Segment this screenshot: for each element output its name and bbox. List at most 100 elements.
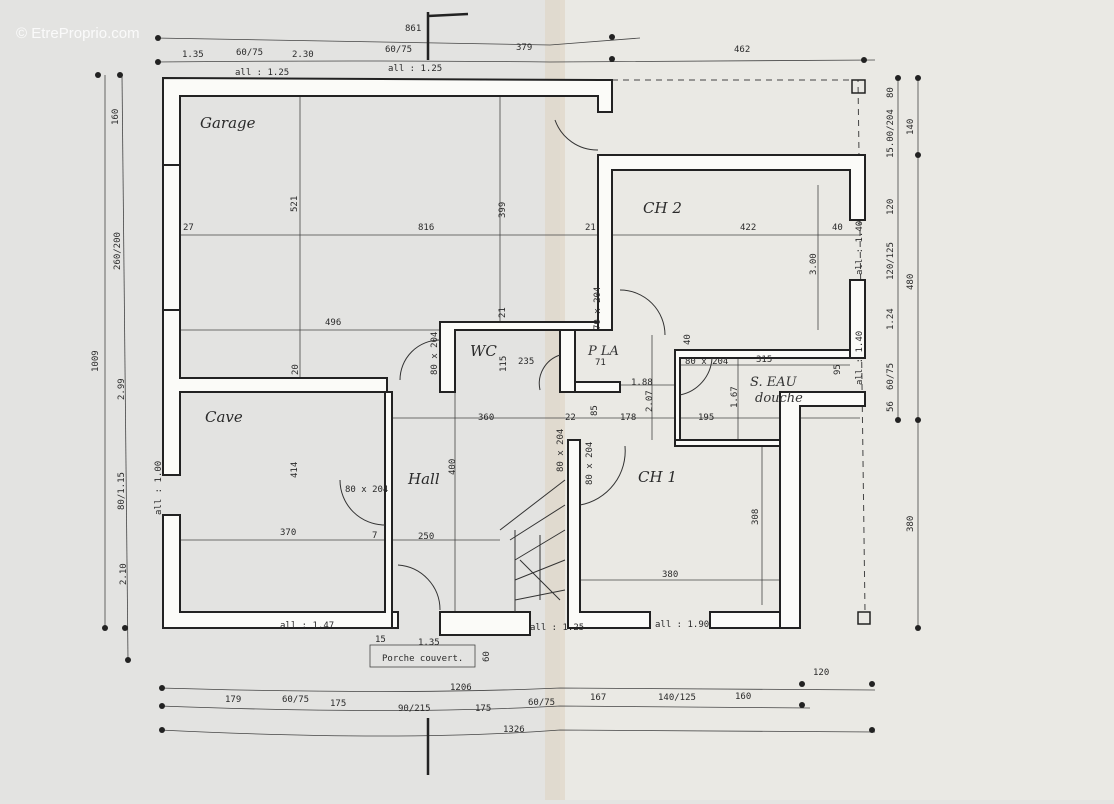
dimension-label: 1.24 <box>886 308 896 330</box>
dimension-label: 60/75 <box>886 363 896 390</box>
dimension-label: 120/125 <box>886 242 896 280</box>
dimension-label: 2.30 <box>292 50 314 60</box>
left-dimensions: 160 260/200 2.99 80/1.15 2.10 1009 all :… <box>91 109 164 585</box>
dimension-label: all : 1.00 <box>154 461 164 515</box>
dimension-label: 3.00 <box>809 253 819 275</box>
dimension-label: 422 <box>740 223 756 233</box>
room-label-garage: Garage <box>200 114 256 132</box>
dimension-label: 1.67 <box>730 386 740 408</box>
dimension-label: 71 <box>595 358 606 368</box>
dimension-label: 178 <box>620 413 636 423</box>
room-label-placard: P LA <box>587 344 619 359</box>
dimension-label: 380 <box>662 570 678 580</box>
staircase <box>499 479 566 612</box>
dimension-label: 7 <box>372 531 377 541</box>
dimension-label: 56 <box>886 401 896 412</box>
porch-label: Porche couvert. <box>382 654 463 664</box>
right-dimensions: 80 15.00/204 140 120 120/125 480 1.24 60… <box>855 87 916 532</box>
dimension-label: all : 1.25 <box>388 64 442 74</box>
reference-mark <box>426 12 469 60</box>
dimension-label: 315 <box>756 355 772 365</box>
dimension-label: 1.35 <box>182 50 204 60</box>
dimension-label: 95 <box>833 364 843 375</box>
dimension-label: 15.00/204 <box>886 109 896 158</box>
dimension-label: 21 <box>585 223 596 233</box>
dimension-label: 60/75 <box>385 45 412 55</box>
dimension-label: all : 1.40 <box>855 331 865 385</box>
walls <box>162 76 866 636</box>
dimension-label: 195 <box>698 413 714 423</box>
dimension-label: 235 <box>518 357 534 367</box>
interior-dimensions: 27 521 816 399 21 496 21 20 422 40 3.00 … <box>183 196 843 580</box>
door-swings <box>339 119 713 611</box>
dimension-label: all : 1.47 <box>280 621 334 631</box>
room-label-hall: Hall <box>407 470 440 488</box>
dimension-label: 1.35 <box>418 638 440 648</box>
dimension-label: 40 <box>683 334 693 345</box>
dimension-label: 496 <box>325 318 341 328</box>
dimension-label: 167 <box>590 693 606 703</box>
dimension-label: 2.07 <box>645 390 655 412</box>
dimension-label: 2.10 <box>119 563 129 585</box>
dimension-label: 80 x 204 <box>430 332 440 375</box>
dimension-label: 80 <box>886 87 896 98</box>
room-label-douche: douche <box>755 391 803 406</box>
dimension-label: 21 <box>498 307 508 318</box>
dimension-label: 40 <box>832 223 843 233</box>
dimension-label: 60/75 <box>528 698 555 708</box>
dimension-label: 60 <box>482 651 492 662</box>
dimension-label: 140 <box>906 119 916 135</box>
dimension-label: 85 <box>590 405 600 416</box>
dimension-label: 120 <box>886 199 896 215</box>
dimension-label: 115 <box>499 356 509 372</box>
dimension-label: 70 x 204 <box>593 287 603 330</box>
dimension-label: 80 x 204 <box>585 442 595 485</box>
dimension-label: 370 <box>280 528 296 538</box>
room-label-wc: WC <box>470 342 497 360</box>
dimension-label: 90/215 <box>398 704 431 714</box>
dimension-label: all : 1.25 <box>530 623 584 633</box>
bottom-dimensions: 179 60/75 175 90/215 175 60/75 167 140/1… <box>225 620 829 735</box>
dimension-label: 2.99 <box>117 378 127 400</box>
dimension-label: 480 <box>906 274 916 290</box>
dimension-label: 15 <box>375 635 386 645</box>
dimension-label: 20 <box>291 364 301 375</box>
dimension-label: 816 <box>418 223 434 233</box>
dimension-label: 80 x 204 <box>345 485 388 495</box>
dimension-label: 414 <box>290 462 300 478</box>
dimension-label: 360 <box>478 413 494 423</box>
post-marker <box>851 79 866 94</box>
dimension-label: 521 <box>290 196 300 212</box>
dimension-label: 175 <box>330 699 346 709</box>
dimension-label: 160 <box>111 109 121 125</box>
dimension-label: 400 <box>448 459 458 475</box>
dimension-label: 160 <box>735 692 751 702</box>
dimension-label: 27 <box>183 223 194 233</box>
dimension-label: 399 <box>498 202 508 218</box>
dimension-label: 80 x 204 <box>685 357 728 367</box>
porch-outline <box>369 644 476 668</box>
room-label-salle-eau: S. EAU <box>750 375 798 390</box>
dimension-label: 1009 <box>91 350 101 372</box>
dimension-label: 250 <box>418 532 434 542</box>
dimension-label: 260/200 <box>113 232 123 270</box>
dimension-label: 380 <box>906 516 916 532</box>
room-label-cave: Cave <box>205 408 243 426</box>
room-label-ch2: CH 2 <box>643 199 682 217</box>
dimension-label: all : 1.40 <box>855 221 865 275</box>
dimension-label: 175 <box>475 704 491 714</box>
dimension-label: 140/125 <box>658 693 696 703</box>
dimension-lines <box>95 34 921 737</box>
dimension-label: 60/75 <box>236 48 263 58</box>
dimension-label: all : 1.90 <box>655 620 709 630</box>
top-dimensions: 1.35 60/75 2.30 60/75 379 462 861 all : … <box>182 24 750 78</box>
watermark: © EtreProprio.com <box>16 25 140 42</box>
dimension-label: all : 1.25 <box>235 68 289 78</box>
dimension-label: 80 x 204 <box>556 429 566 472</box>
dimension-label: 861 <box>405 24 421 34</box>
dimension-label: 179 <box>225 695 241 705</box>
room-label-ch1: CH 1 <box>638 468 677 486</box>
paper-left <box>0 0 560 800</box>
dimension-label: 1.88 <box>631 378 653 388</box>
